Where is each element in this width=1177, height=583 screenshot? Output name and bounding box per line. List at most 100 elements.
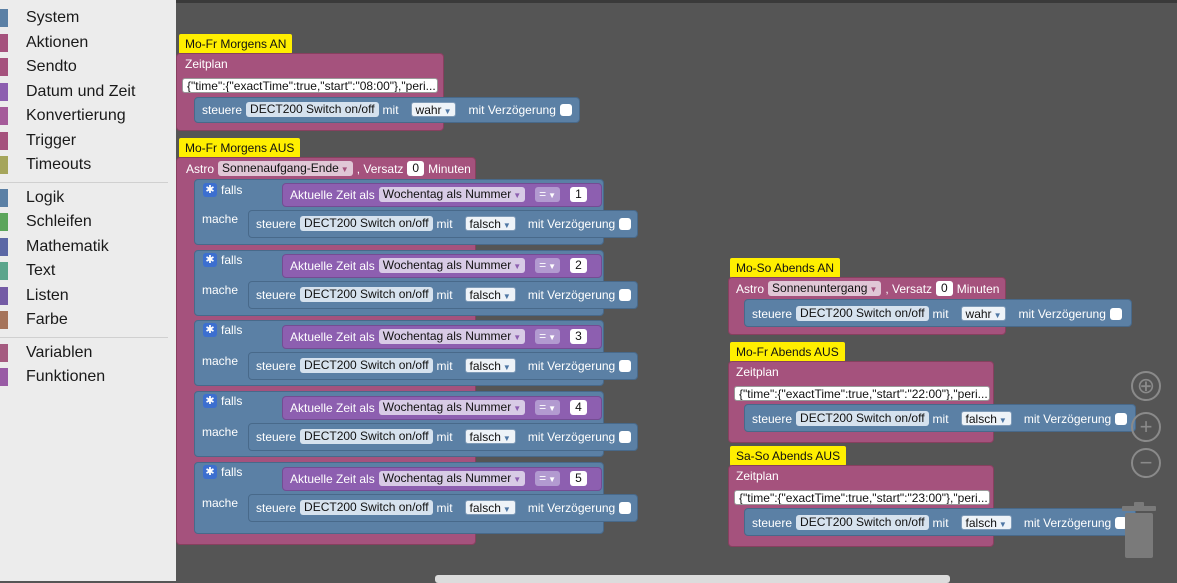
- value-dropdown[interactable]: falsch▼: [464, 500, 516, 515]
- wochentag-dropdown[interactable]: Wochentag als Nummer▼: [378, 187, 526, 202]
- gear-icon[interactable]: ✱: [203, 183, 217, 197]
- device-field[interactable]: DECT200 Switch on/off: [796, 306, 929, 321]
- gear-icon[interactable]: ✱: [203, 323, 217, 337]
- device-field[interactable]: DECT200 Switch on/off: [796, 411, 929, 426]
- category-variablen[interactable]: Variablen: [0, 341, 176, 366]
- device-field[interactable]: DECT200 Switch on/off: [246, 102, 379, 117]
- device-field[interactable]: DECT200 Switch on/off: [796, 515, 929, 530]
- delay-checkbox[interactable]: [619, 430, 632, 443]
- block-title-sa-so-abends-aus[interactable]: Sa-So Abends AUS: [730, 446, 847, 466]
- category-farbe[interactable]: Farbe: [0, 308, 176, 333]
- steuere-label: steuere: [202, 102, 243, 117]
- category-system[interactable]: System: [0, 6, 176, 31]
- value-dropdown[interactable]: falsch▼: [960, 411, 1012, 426]
- category-timeouts[interactable]: Timeouts: [0, 153, 176, 178]
- day-number[interactable]: 2: [570, 258, 587, 273]
- zoom-out-icon[interactable]: −: [1131, 448, 1161, 478]
- device-field[interactable]: DECT200 Switch on/off: [300, 429, 433, 444]
- category-sendto[interactable]: Sendto: [0, 55, 176, 80]
- delay-checkbox[interactable]: [1109, 307, 1122, 320]
- delay-checkbox[interactable]: [1115, 412, 1128, 425]
- block-title-mo-fr-morgens-an[interactable]: Mo-Fr Morgens AN: [179, 34, 293, 54]
- aktuelle-zeit-label: Aktuelle Zeit als: [290, 187, 375, 202]
- day-number[interactable]: 4: [570, 400, 587, 415]
- value-dropdown[interactable]: falsch▼: [464, 358, 516, 373]
- wochentag-dropdown[interactable]: Wochentag als Nummer▼: [378, 329, 526, 344]
- delay-checkbox[interactable]: [1115, 516, 1128, 529]
- category-funktionen[interactable]: Funktionen: [0, 365, 176, 390]
- operator-text: =: [539, 329, 547, 343]
- steuere-block[interactable]: [248, 210, 638, 238]
- steuere-row: steuere DECT200 Switch on/off mit falsch…: [256, 429, 632, 444]
- category-trigger[interactable]: Trigger: [0, 129, 176, 154]
- category-schleifen[interactable]: Schleifen: [0, 210, 176, 235]
- delay-checkbox[interactable]: [619, 217, 632, 230]
- value-dropdown[interactable]: falsch▼: [960, 515, 1012, 530]
- category-datum-und-zeit[interactable]: Datum und Zeit: [0, 80, 176, 105]
- mit-label: mit: [932, 515, 949, 530]
- gear-icon[interactable]: ✱: [203, 253, 217, 267]
- category-color-swatch: [0, 82, 8, 101]
- value-dropdown[interactable]: falsch▼: [464, 429, 516, 444]
- device-field[interactable]: DECT200 Switch on/off: [300, 358, 433, 373]
- wochentag-dropdown[interactable]: Wochentag als Nummer▼: [378, 471, 526, 486]
- block-title-mo-fr-morgens-aus[interactable]: Mo-Fr Morgens AUS: [179, 138, 301, 158]
- category-logik[interactable]: Logik: [0, 186, 176, 211]
- mit-label: mit: [436, 216, 453, 231]
- mache-label: mache: [202, 283, 239, 297]
- delay-checkbox[interactable]: [619, 359, 632, 372]
- steuere-block[interactable]: [248, 281, 638, 309]
- recenter-icon[interactable]: ⊕: [1131, 371, 1161, 401]
- schedule-field[interactable]: {"time":{"exactTime":true,"start":"08:00…: [182, 78, 438, 93]
- day-number[interactable]: 3: [570, 329, 587, 344]
- delay-checkbox[interactable]: [559, 103, 572, 116]
- operator-dropdown[interactable]: =▼: [535, 471, 561, 486]
- gear-icon[interactable]: ✱: [203, 465, 217, 479]
- block-title-mo-fr-abends-aus[interactable]: Mo-Fr Abends AUS: [730, 342, 845, 362]
- value-dropdown[interactable]: wahr▼: [410, 102, 457, 117]
- delay-checkbox[interactable]: [619, 501, 632, 514]
- steuere-row: steuere DECT200 Switch on/off mit wahr▼ …: [202, 102, 572, 117]
- offset-field[interactable]: 0: [936, 281, 953, 296]
- gear-icon[interactable]: ✱: [203, 394, 217, 408]
- value-dropdown[interactable]: falsch▼: [464, 287, 516, 302]
- value-dropdown[interactable]: wahr▼: [960, 306, 1007, 321]
- schedule-field[interactable]: {"time":{"exactTime":true,"start":"22:00…: [734, 386, 990, 401]
- horizontal-scrollbar[interactable]: [435, 575, 950, 583]
- category-color-swatch: [0, 368, 8, 386]
- category-color-swatch: [0, 343, 8, 362]
- steuere-label: steuere: [752, 515, 793, 530]
- operator-dropdown[interactable]: =▼: [535, 329, 561, 344]
- astro-event-text: Sonnenuntergang: [772, 281, 868, 295]
- value-dropdown[interactable]: falsch▼: [464, 216, 516, 231]
- category-text[interactable]: Text: [0, 259, 176, 284]
- offset-field[interactable]: 0: [407, 161, 425, 176]
- category-konvertierung[interactable]: Konvertierung: [0, 104, 176, 129]
- category-aktionen[interactable]: Aktionen: [0, 31, 176, 56]
- operator-dropdown[interactable]: =▼: [535, 258, 561, 273]
- category-mathematik[interactable]: Mathematik: [0, 235, 176, 260]
- device-field[interactable]: DECT200 Switch on/off: [300, 216, 433, 231]
- astro-event-dropdown[interactable]: Sonnenuntergang▼: [768, 281, 882, 296]
- astro-row: Astro Sonnenuntergang▼ , Versatz 0 Minut…: [736, 281, 999, 296]
- wochentag-dropdown[interactable]: Wochentag als Nummer▼: [378, 400, 526, 415]
- delay-label: mit Verzögerung: [527, 216, 616, 231]
- astro-event-dropdown[interactable]: Sonnenaufgang-Ende▼: [218, 161, 353, 176]
- zoom-in-icon[interactable]: +: [1131, 412, 1161, 442]
- block-title-mo-so-abends-an[interactable]: Mo-So Abends AN: [730, 258, 841, 278]
- device-field[interactable]: DECT200 Switch on/off: [300, 500, 433, 515]
- chevron-down-icon: ▼: [502, 221, 511, 230]
- day-number[interactable]: 1: [570, 187, 587, 202]
- operator-dropdown[interactable]: =▼: [535, 400, 561, 415]
- trash-icon[interactable]: [1119, 500, 1159, 560]
- chevron-down-icon: ▼: [513, 191, 522, 200]
- steuere-label: steuere: [256, 429, 297, 444]
- category-listen[interactable]: Listen: [0, 284, 176, 309]
- device-field[interactable]: DECT200 Switch on/off: [300, 287, 433, 302]
- operator-dropdown[interactable]: =▼: [535, 187, 561, 202]
- delay-checkbox[interactable]: [619, 288, 632, 301]
- day-number[interactable]: 5: [570, 471, 587, 486]
- wochentag-dropdown[interactable]: Wochentag als Nummer▼: [378, 258, 526, 273]
- schedule-field[interactable]: {"time":{"exactTime":true,"start":"23:00…: [734, 490, 990, 505]
- chevron-down-icon: ▼: [548, 404, 557, 413]
